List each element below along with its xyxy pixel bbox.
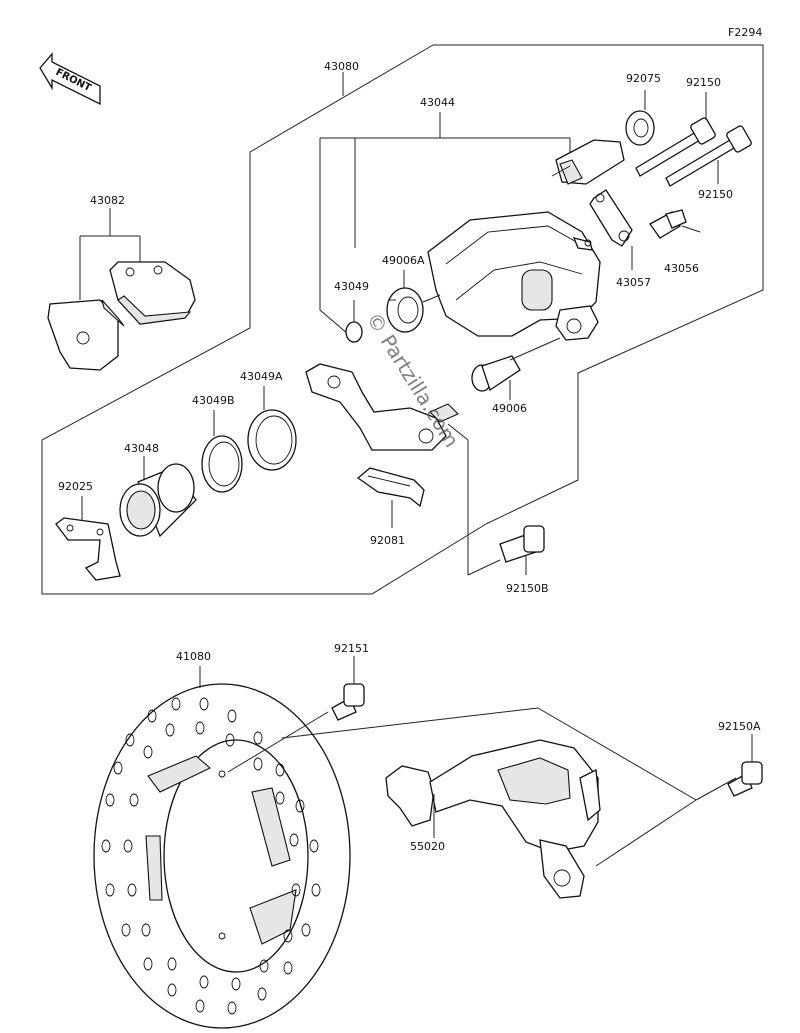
caliper-body xyxy=(427,211,601,341)
label-43080: 43080 xyxy=(324,60,359,73)
label-92025: 92025 xyxy=(58,480,93,493)
label-92150-bottom: 92150 xyxy=(698,188,733,201)
label-43048: 43048 xyxy=(124,442,159,455)
label-55020: 55020 xyxy=(410,840,445,853)
label-92151: 92151 xyxy=(334,642,369,655)
label-92075: 92075 xyxy=(626,72,661,85)
bolt-92150A xyxy=(727,734,763,797)
label-49006A: 49006A xyxy=(382,254,425,267)
label-49006: 49006 xyxy=(492,402,527,415)
assembly-boundary-43080-left xyxy=(41,44,487,595)
pad-spring-92025 xyxy=(55,496,121,581)
caliper-bolt-49006 xyxy=(471,337,561,400)
label-92150B: 92150B xyxy=(506,582,549,595)
caliper-bushing-49006A xyxy=(386,270,441,333)
caliper-pin-seal-92075 xyxy=(625,90,655,146)
piston-seal-43049B xyxy=(201,410,243,493)
label-92081: 92081 xyxy=(370,534,405,547)
brake-pads xyxy=(47,208,196,371)
assembly-boundary-43044 xyxy=(319,138,356,341)
label-43049: 43049 xyxy=(334,280,369,293)
label-43049A: 43049A xyxy=(240,370,283,383)
brake-disc-41080 xyxy=(93,666,351,1029)
caliper-pin-92150-second xyxy=(665,125,752,187)
seal-43049 xyxy=(345,300,363,343)
slide-pin-boot xyxy=(551,139,625,185)
caliper-bracket xyxy=(305,363,501,576)
piston-seal-43049A xyxy=(247,386,297,471)
bolt-92150B xyxy=(499,525,545,575)
label-43049B: 43049B xyxy=(192,394,235,407)
label-92150A: 92150A xyxy=(718,720,761,733)
bleeder-link-43057 xyxy=(589,189,633,270)
label-43057: 43057 xyxy=(616,276,651,289)
label-43056: 43056 xyxy=(664,262,699,275)
disc-bolt-92151 xyxy=(331,656,365,721)
piston-43048 xyxy=(119,456,197,538)
caliper-pin-92150 xyxy=(635,92,716,177)
caliper-holder-55020 xyxy=(281,707,737,899)
label-41080: 41080 xyxy=(176,650,211,663)
bleeder-valve-43056 xyxy=(649,209,701,239)
front-arrow-icon: FRONT xyxy=(39,52,101,106)
pad-spring-92081 xyxy=(356,467,425,528)
assembly-boundary-43080 xyxy=(433,44,764,525)
label-43082: 43082 xyxy=(90,194,125,207)
label-43044: 43044 xyxy=(420,96,455,109)
label-92150-top: 92150 xyxy=(686,76,721,89)
disc-holes xyxy=(101,697,321,1015)
figure-code: F2294 xyxy=(728,26,762,39)
